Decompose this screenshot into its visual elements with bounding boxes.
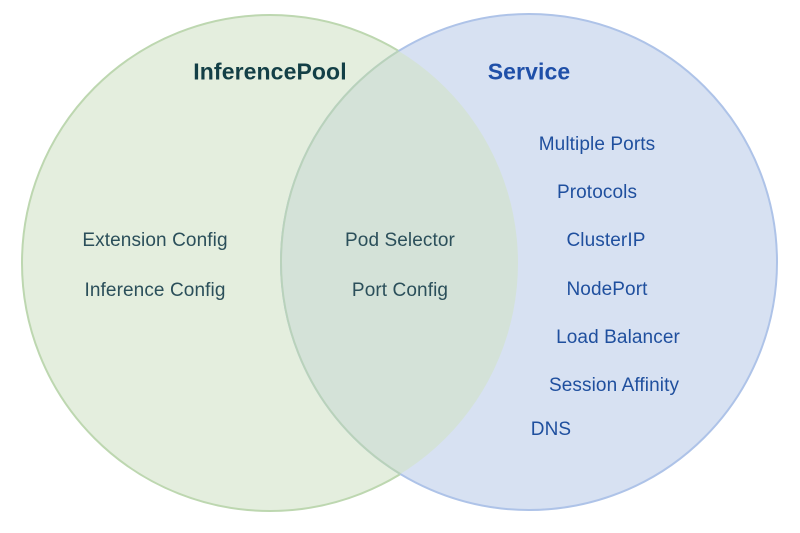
left-set-item-extension-config: Extension Config xyxy=(82,230,228,251)
left-set-item-inference-config: Inference Config xyxy=(84,280,226,301)
right-set-item-protocols: Protocols xyxy=(556,182,638,203)
left-set-title: InferencePool xyxy=(193,58,347,85)
intersection-item-port-config: Port Config xyxy=(351,280,449,301)
right-set-item-multiple-ports: Multiple Ports xyxy=(538,134,656,155)
right-set-title: Service xyxy=(487,58,571,85)
intersection-item-pod-selector: Pod Selector xyxy=(345,230,455,251)
intersection-region xyxy=(280,15,518,511)
right-set-item-session-affinity: Session Affinity xyxy=(548,375,680,396)
right-set-item-clusterip: ClusterIP xyxy=(566,230,646,251)
right-set-item-dns: DNS xyxy=(530,419,572,440)
right-set-item-load-balancer: Load Balancer xyxy=(556,327,680,348)
right-set-item-nodeport: NodePort xyxy=(566,279,648,300)
